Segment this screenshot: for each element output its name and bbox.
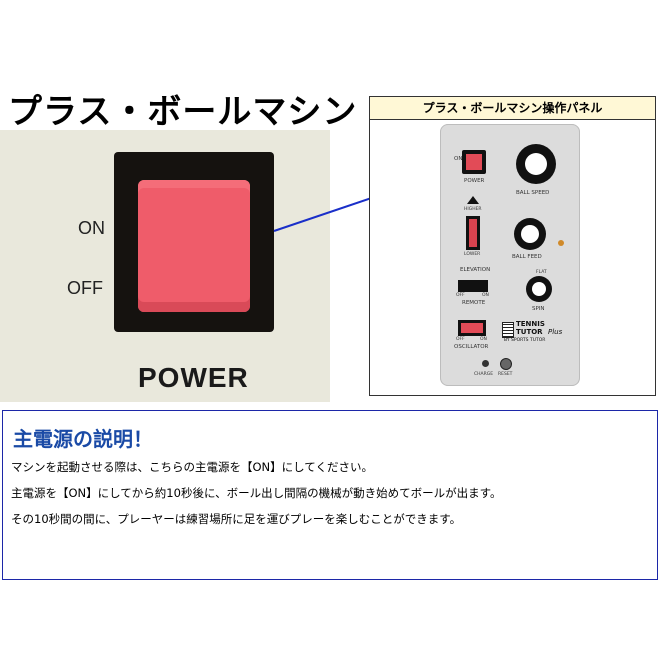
reset-label: RESET bbox=[498, 372, 513, 377]
power-rocker-switch[interactable] bbox=[138, 180, 250, 312]
higher-label: HIGHER bbox=[464, 207, 482, 212]
explanation-title: 主電源の説明！ bbox=[13, 427, 153, 451]
on-label: ON bbox=[78, 218, 105, 238]
panel-power-label: POWER bbox=[464, 178, 485, 184]
remote-off-label: OFF bbox=[456, 293, 465, 298]
indicator-light-icon bbox=[558, 240, 564, 246]
oscillator-switch[interactable] bbox=[458, 320, 486, 336]
lower-label: LOWER bbox=[464, 252, 481, 257]
power-switch-photo: ON OFF POWER bbox=[0, 130, 330, 402]
charge-label: CHARGE bbox=[474, 372, 494, 377]
panel-power-switch[interactable] bbox=[462, 150, 486, 174]
elevation-label: ELEVATION bbox=[460, 267, 491, 273]
ball-feed-label: BALL FEED bbox=[512, 254, 542, 260]
ball-feed-knob[interactable] bbox=[514, 218, 546, 250]
elevation-up-arrow-icon bbox=[467, 196, 479, 204]
ball-speed-label: BALL SPEED bbox=[516, 190, 550, 196]
control-panel-caption: プラス・ボールマシン操作パネル bbox=[370, 97, 655, 120]
tennis-net-icon bbox=[502, 322, 514, 338]
tennis-tutor-logo: TENNIS TUTOR Plus BY SPORTS TUTOR bbox=[502, 320, 563, 343]
explanation-line-2: 主電源を【ON】にしてから約10秒後に、ボール出し間隔の機械が動き始めてボールが… bbox=[11, 486, 502, 500]
power-switch-bezel bbox=[114, 152, 274, 332]
control-panel-device: ON POWER BALL SPEED HIGHER LOWER ELEVATI… bbox=[440, 124, 580, 386]
panel-on-label: ON bbox=[454, 156, 463, 162]
flat-label: FLAT bbox=[536, 270, 547, 275]
explanation-line-1: マシンを起動させる際は、こちらの主電源を【ON】にしてください。 bbox=[11, 460, 373, 474]
explanation-line-3: その10秒間の間に、プレーヤーは練習場所に足を運びプレーを楽しむことができます。 bbox=[11, 512, 462, 526]
charge-port[interactable] bbox=[482, 360, 489, 367]
oscillator-off-label: OFF bbox=[456, 337, 465, 342]
remote-switch[interactable] bbox=[458, 280, 488, 292]
spin-knob[interactable] bbox=[526, 276, 552, 302]
reset-button[interactable] bbox=[500, 358, 512, 370]
remote-label: REMOTE bbox=[462, 300, 486, 306]
off-label: OFF bbox=[67, 278, 103, 298]
explanation-box: 主電源の説明！ マシンを起動させる際は、こちらの主電源を【ON】にしてください。… bbox=[2, 410, 658, 580]
power-label: POWER bbox=[138, 362, 249, 393]
remote-on-label: ON bbox=[482, 293, 489, 298]
machine-title: プラス・ボールマシン bbox=[8, 92, 358, 132]
oscillator-label: OSCILLATOR bbox=[454, 344, 489, 350]
spin-label: SPIN bbox=[532, 306, 545, 312]
oscillator-on-label: ON bbox=[480, 337, 487, 342]
ball-speed-knob[interactable] bbox=[516, 144, 556, 184]
elevation-switch[interactable] bbox=[466, 216, 480, 250]
